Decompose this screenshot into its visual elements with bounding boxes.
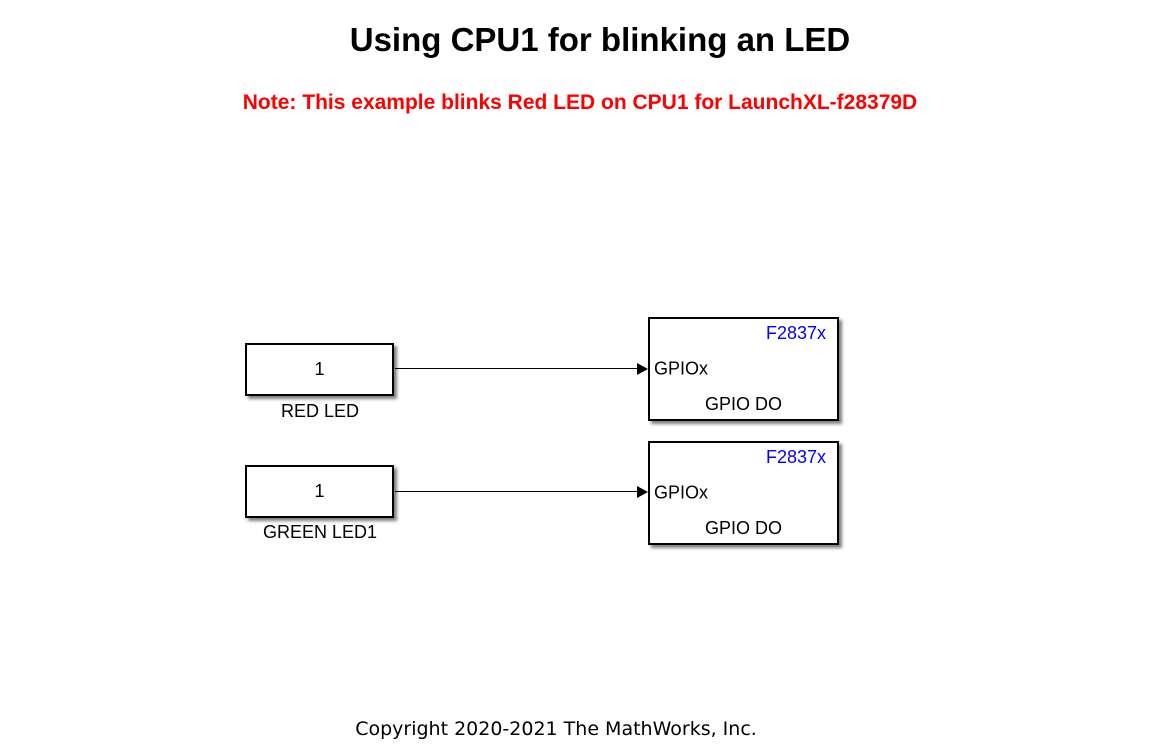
gpio-do-block-1[interactable]: F2837x GPIOx GPIO DO [648,317,839,421]
constant-value: 1 [314,481,325,501]
block-name-red-led[interactable]: RED LED [280,401,360,421]
signal-arrowhead-icon [637,486,648,498]
chip-label: F2837x [765,323,826,343]
copyright-annotation: Copyright 2020-2021 The MathWorks, Inc. [355,718,757,740]
block-name-green-led[interactable]: GREEN LED1 [262,522,378,542]
input-port-label: GPIOx [654,358,709,379]
block-type-label: GPIO DO [704,518,782,538]
signal-arrowhead-icon [637,363,648,375]
constant-block-red-led[interactable]: 1 [245,343,394,396]
constant-value: 1 [314,359,325,379]
model-title: Using CPU1 for blinking an LED [349,21,851,58]
gpio-do-block-2[interactable]: F2837x GPIOx GPIO DO [648,441,839,545]
signal-line-red[interactable] [395,368,637,369]
signal-line-green[interactable] [395,491,637,492]
block-type-label: GPIO DO [704,394,782,414]
constant-block-green-led[interactable]: 1 [245,465,394,518]
chip-label: F2837x [765,447,826,467]
input-port-label: GPIOx [654,482,709,503]
model-note: Note: This example blinks Red LED on CPU… [242,91,918,114]
